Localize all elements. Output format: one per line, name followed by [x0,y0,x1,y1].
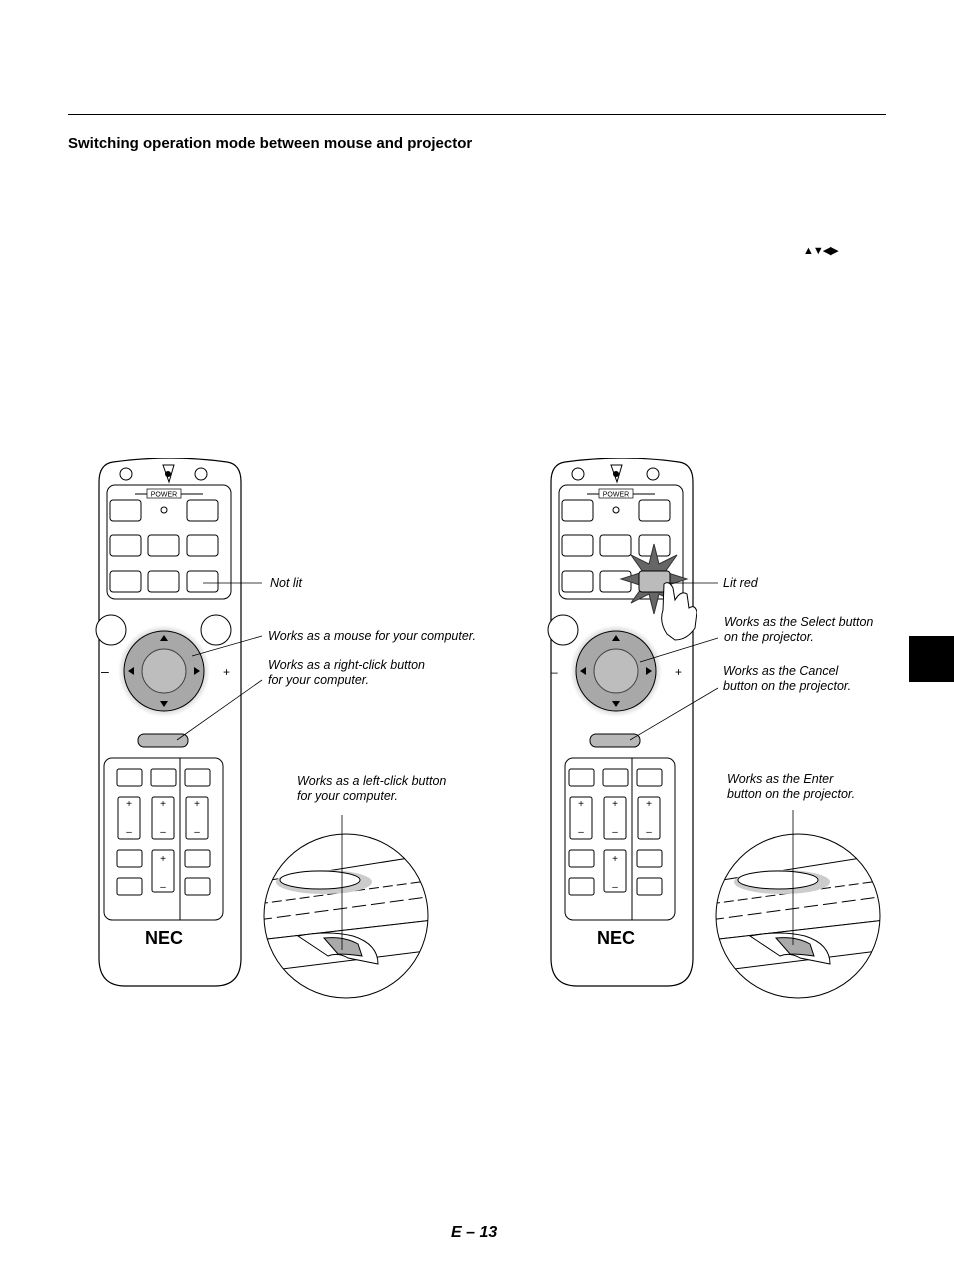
svg-text:–: – [646,827,652,838]
svg-text:+: + [126,799,132,810]
minus-sign: – [101,663,109,679]
svg-text:–: – [126,827,132,838]
svg-text:+: + [578,799,584,810]
svg-text:+: + [160,799,166,810]
svg-text:+: + [612,799,618,810]
svg-text:+: + [612,854,618,865]
zoom-illustration-right [715,833,881,999]
label-lit-red: Lit red [723,576,758,590]
label-not-lit: Not lit [270,576,302,590]
top-rule [68,114,886,115]
svg-text:–: – [578,827,584,838]
page-number: E – 13 [451,1224,498,1241]
arrow-symbols: ▲▼◀▶ [803,245,839,257]
svg-text:–: – [194,827,200,838]
svg-text:–: – [160,882,166,893]
label-mouse: Works as a mouse for your computer. [268,629,476,643]
minus-sign: – [551,665,558,679]
svg-text:–: – [160,827,166,838]
brand-logo: NEC [597,928,635,948]
chapter-tab [909,636,954,682]
svg-text:–: – [612,827,618,838]
zoom-illustration-left [263,833,429,999]
remote-illustration-left: POWER – + + – + – + – + – NEC [95,458,242,987]
section-heading: Switching operation mode between mouse a… [68,135,473,152]
svg-text:+: + [160,854,166,865]
svg-text:–: – [612,882,618,893]
svg-text:+: + [194,799,200,810]
plus-sign: + [675,665,682,679]
power-label: POWER [151,492,177,499]
svg-text:+: + [646,799,652,810]
remote-illustration-right: POWER – + + – + – + – + – NEC [547,458,697,987]
power-label: POWER [603,492,629,499]
brand-logo: NEC [145,928,183,948]
plus-sign: + [223,665,230,679]
